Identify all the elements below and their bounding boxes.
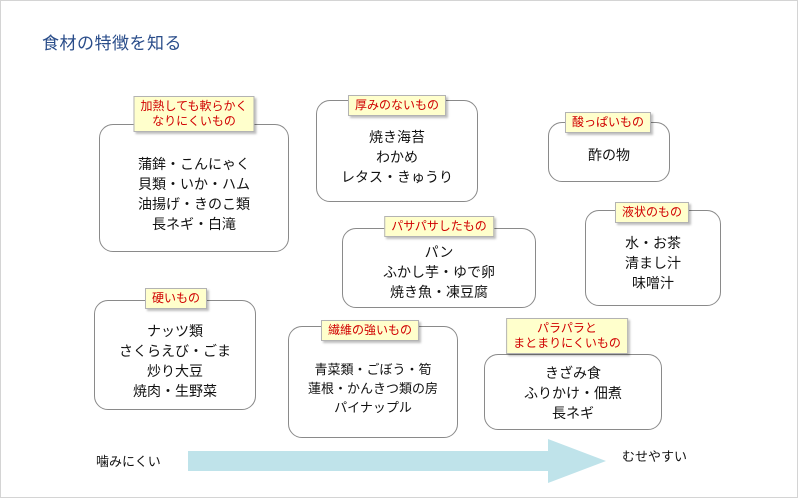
card-item: レタス・きゅうり — [341, 170, 453, 186]
tag-thin: 厚みのないもの — [347, 95, 447, 116]
tag-line: 繊維の強いもの — [327, 323, 413, 337]
page-title: 食材の特徴を知る — [42, 34, 182, 54]
tag-fiber: 繊維の強いもの — [320, 320, 420, 341]
tag-line: 硬いもの — [151, 291, 201, 305]
card-item: 蓮根・かんきつ類の房 — [307, 381, 438, 397]
card-item: 蒲鉾・こんにゃく — [138, 157, 250, 173]
card-item: 味噌汁 — [632, 276, 674, 292]
card-item: 長ネギ・白滝 — [152, 217, 236, 233]
card-item: ふりかけ・佃煮 — [524, 386, 622, 402]
card-item: 長ネギ — [552, 406, 594, 422]
tag-line: パラパラと — [537, 321, 597, 335]
tag-line: 液状のもの — [621, 205, 683, 219]
card-item: 青菜類・ごぼう・筍 — [314, 362, 432, 378]
tag-soft: 加熱しても軟らかく なりにくいもの — [133, 96, 255, 132]
card-hard: ナッツ類 さくらえび・ごま 炒り大豆 焼肉・生野菜 — [94, 300, 256, 410]
direction-arrow — [188, 439, 606, 483]
card-item: 酢の物 — [588, 148, 630, 164]
arrow-shape — [188, 439, 606, 483]
card-item: 焼き魚・凍豆腐 — [390, 285, 488, 301]
card-item: 焼肉・生野菜 — [133, 384, 217, 400]
card-item: ふかし芋・ゆで卵 — [383, 265, 495, 281]
card-dry: パン ふかし芋・ゆで卵 焼き魚・凍豆腐 — [342, 228, 536, 308]
card-item: わかめ — [376, 150, 418, 166]
card-crumbly: きざみ食 ふりかけ・佃煮 長ネギ — [484, 354, 662, 430]
tag-hard: 硬いもの — [144, 288, 208, 309]
tag-line: 加熱しても軟らかく — [140, 99, 248, 113]
card-soft: 蒲鉾・こんにゃく 貝類・いか・ハム 油揚げ・きのこ類 長ネギ・白滝 — [99, 124, 289, 252]
card-item: 油揚げ・きのこ類 — [138, 197, 250, 213]
tag-line: パサパサしたもの — [391, 219, 487, 233]
card-item: パイナップル — [334, 400, 412, 416]
card-item: さくらえび・ごま — [119, 344, 231, 360]
axis-left-label: 噛みにくい — [96, 455, 161, 470]
axis-right-label: むせやすい — [622, 450, 688, 465]
tag-line: 厚みのないもの — [354, 98, 440, 112]
tag-line: 酸っぱいもの — [571, 115, 645, 129]
card-liquid: 水・お茶 清まし汁 味噌汁 — [585, 210, 721, 306]
tag-liquid: 液状のもの — [614, 202, 690, 223]
card-item: 炒り大豆 — [147, 364, 203, 380]
card-item: 清まし汁 — [625, 256, 681, 272]
card-thin: 焼き海苔 わかめ レタス・きゅうり — [316, 100, 478, 202]
card-item: ナッツ類 — [147, 324, 203, 340]
tag-sour: 酸っぱいもの — [564, 112, 652, 133]
card-item: パン — [424, 245, 454, 261]
card-item: 貝類・いか・ハム — [138, 177, 250, 193]
card-fiber: 青菜類・ごぼう・筍 蓮根・かんきつ類の房 パイナップル — [288, 326, 458, 438]
tag-line: なりにくいもの — [152, 114, 236, 128]
tag-line: まとまりにくいもの — [513, 336, 621, 350]
card-item: 水・お茶 — [625, 236, 681, 252]
card-item: きざみ食 — [545, 366, 601, 382]
card-item: 焼き海苔 — [369, 130, 425, 146]
tag-dry: パサパサしたもの — [384, 216, 494, 237]
tag-crumbly: パラパラと まとまりにくいもの — [506, 318, 628, 354]
